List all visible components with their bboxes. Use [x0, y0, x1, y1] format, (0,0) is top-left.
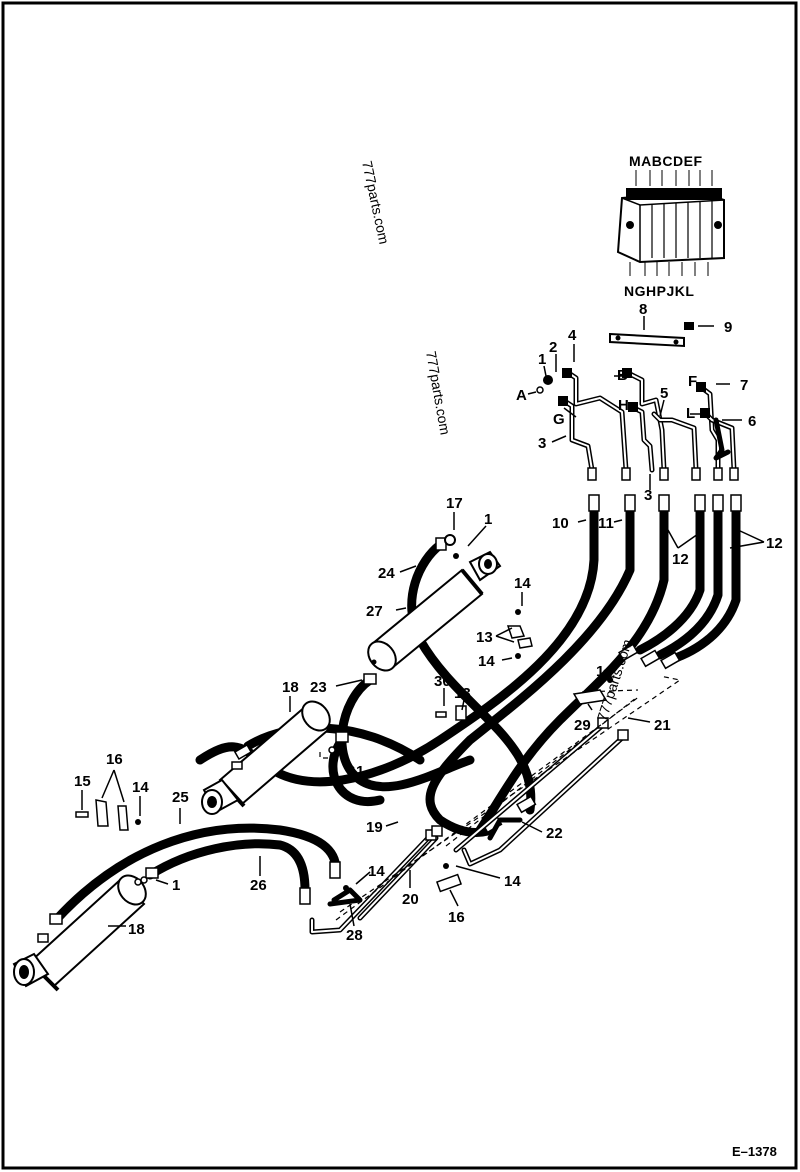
tube-fittings: [536, 368, 739, 481]
callout-2: 2: [549, 339, 557, 356]
callout-16-bottom: 16: [448, 909, 465, 926]
callout-12-right: 12: [766, 535, 783, 552]
callout-11: 11: [598, 515, 614, 532]
callout-19: 19: [366, 819, 383, 836]
callout-1-cyl27: 1: [484, 511, 492, 528]
callout-14-lower: 14: [368, 863, 385, 880]
callout-16-top: 16: [106, 751, 123, 768]
cylinder-27: [367, 550, 502, 672]
callout-4: 4: [568, 327, 577, 344]
watermark-2: 777parts.com: [423, 350, 453, 436]
control-valve: [616, 170, 725, 276]
callout-22: 22: [546, 825, 563, 842]
callout-7: 7: [740, 377, 748, 394]
steel-tubes-upper: [563, 371, 737, 473]
mounting-bracket: [609, 332, 685, 348]
cylinder-18-lower: [12, 874, 147, 992]
callout-26: 26: [250, 877, 267, 894]
callout-14-left: 14: [132, 779, 149, 796]
callout-14-top: 14: [514, 575, 531, 592]
port-label-h: H: [618, 397, 629, 414]
callout-28: 28: [346, 927, 363, 944]
watermark-1: 777parts.com: [359, 159, 392, 245]
callout-13-top: 13: [476, 629, 493, 646]
callout-21: 21: [654, 717, 671, 734]
steel-tubes-lower: [309, 723, 625, 935]
callout-13-bottom: 13: [454, 685, 471, 702]
callout-30: 30: [434, 673, 451, 690]
callout-24: 24: [378, 565, 395, 582]
callout-14-mid: 14: [478, 653, 495, 670]
valve-ports-top-label: MABCDEF: [629, 153, 703, 169]
callout-6: 6: [748, 413, 756, 430]
callout-3-right: 3: [644, 487, 652, 504]
callout-1-valve: 1: [538, 351, 546, 368]
callout-29: 29: [574, 717, 591, 734]
callout-12-left: 12: [672, 551, 689, 568]
callout-18-upper: 18: [282, 679, 299, 696]
valve-ports-bottom-label: NGHPJKL: [624, 283, 694, 299]
bracket-bolt: [684, 322, 694, 330]
port-label-f: F: [688, 373, 697, 390]
callout-5: 5: [660, 385, 668, 402]
callout-10: 10: [552, 515, 569, 532]
port-label-a: A: [516, 387, 527, 404]
callout-3-left: 3: [538, 435, 546, 452]
callout-18-lower: 18: [128, 921, 145, 938]
callout-20: 20: [402, 891, 419, 908]
hose-bundle: [51, 505, 741, 925]
callout-8: 8: [639, 301, 647, 318]
callout-14-bottom: 14: [504, 873, 521, 890]
callout-17: 17: [446, 495, 463, 512]
callout-9: 9: [724, 319, 732, 336]
drawing-reference: E–1378: [732, 1144, 777, 1159]
port-label-l: L: [686, 405, 695, 422]
callout-1-cyl18-lower: 1: [172, 877, 180, 894]
port-label-g: G: [553, 411, 565, 428]
hose-end-fittings: [49, 494, 742, 925]
callout-14-right: 14: [596, 663, 613, 680]
leader-lines: [81, 344, 765, 927]
callout-23: 23: [310, 679, 327, 696]
callout-27: 27: [366, 603, 383, 620]
callout-15: 15: [74, 773, 91, 790]
port-label-b: B: [617, 367, 628, 384]
small-hardware: [75, 534, 613, 893]
callout-1-cyl18: 1: [356, 763, 364, 780]
callout-25: 25: [172, 789, 189, 806]
cylinder-18-upper: [201, 700, 331, 815]
